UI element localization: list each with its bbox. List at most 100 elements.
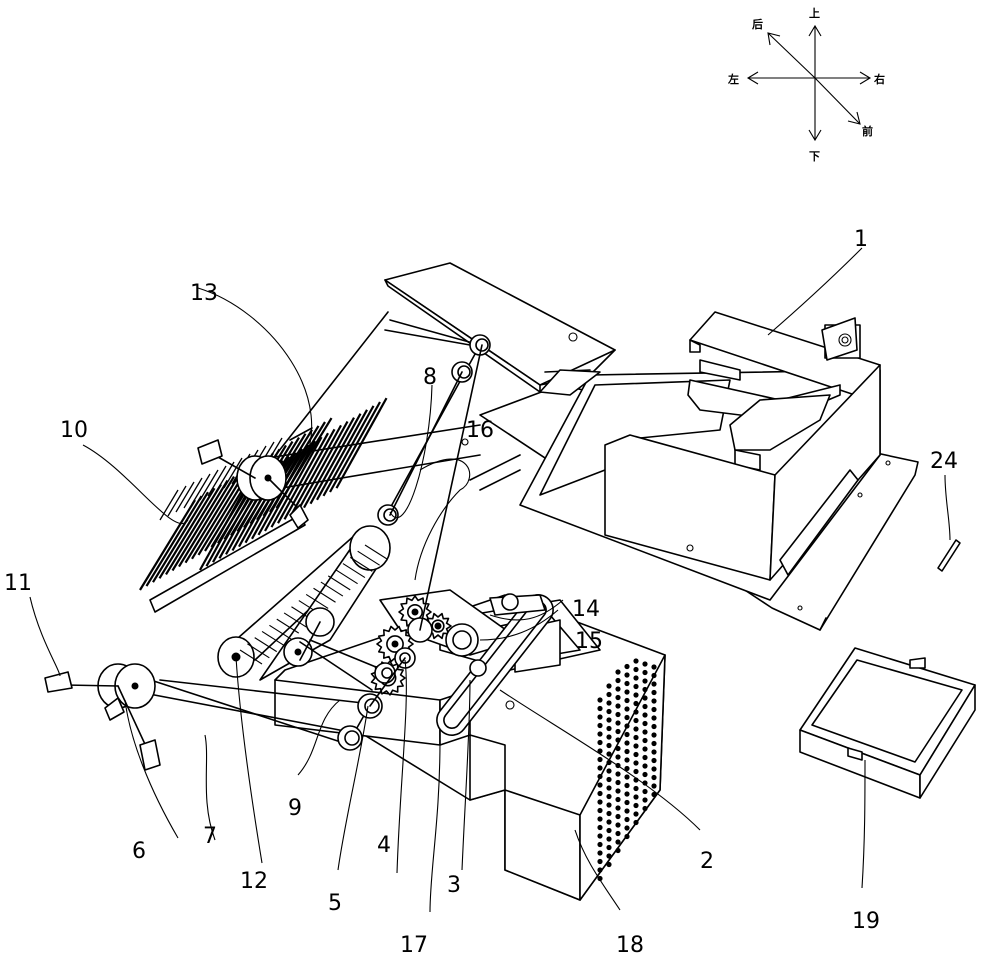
vent-hole bbox=[615, 779, 621, 786]
label-9: 9 bbox=[288, 796, 302, 821]
label-17: 17 bbox=[400, 933, 428, 958]
label-12: 12 bbox=[240, 869, 268, 894]
vent-hole bbox=[642, 737, 648, 744]
vent-hole bbox=[651, 715, 657, 721]
vent-hole bbox=[624, 672, 630, 678]
vent-hole bbox=[624, 663, 630, 670]
direction-compass: 上 下 左 右 后 前 bbox=[727, 6, 885, 163]
vent-hole bbox=[615, 771, 621, 777]
vent-hole bbox=[651, 732, 657, 738]
vent-hole bbox=[615, 720, 621, 726]
vent-hole bbox=[633, 802, 639, 809]
part-number-labels: 1 2 3 4 5 6 7 8 9 10 11 12 13 14 15 16 1… bbox=[4, 227, 958, 958]
vent-hole bbox=[606, 717, 612, 723]
label-16: 16 bbox=[466, 418, 494, 443]
vent-hole bbox=[642, 780, 648, 786]
compass-up-label: 上 bbox=[809, 6, 820, 20]
vent-hole bbox=[624, 697, 630, 704]
vent-hole bbox=[651, 672, 657, 679]
vent-hole bbox=[597, 756, 603, 763]
compass-right-label: 右 bbox=[873, 72, 885, 86]
conveyor-slat bbox=[261, 631, 285, 646]
vent-hole bbox=[597, 722, 603, 729]
vent-hole bbox=[642, 746, 648, 752]
comb-tooth bbox=[283, 428, 336, 520]
vent-hole bbox=[642, 788, 648, 795]
conveyor-slat bbox=[276, 618, 300, 634]
vent-hole bbox=[633, 768, 639, 775]
vent-hole bbox=[633, 658, 639, 664]
vent-hole bbox=[651, 749, 657, 755]
leader-lines bbox=[29, 247, 951, 913]
vent-hole bbox=[633, 819, 639, 826]
vent-hole bbox=[642, 797, 648, 803]
comb-tooth bbox=[290, 424, 342, 516]
vent-hole bbox=[651, 664, 657, 670]
comb-bar bbox=[215, 461, 235, 493]
comb-tooth bbox=[329, 401, 381, 493]
lower-cabinet bbox=[274, 594, 666, 901]
comb-tooth bbox=[165, 483, 222, 575]
vent-hole bbox=[606, 853, 612, 859]
vent-hole bbox=[615, 822, 621, 828]
vent-hole bbox=[633, 811, 639, 817]
vent-hole bbox=[606, 768, 612, 774]
vent-hole bbox=[597, 697, 603, 703]
vent-hole bbox=[642, 729, 648, 735]
vent-hole bbox=[597, 824, 603, 831]
label-14: 14 bbox=[572, 597, 600, 622]
vent-hole bbox=[651, 681, 657, 687]
comb-bar bbox=[207, 465, 227, 497]
vent-hole bbox=[615, 839, 621, 845]
vent-hole bbox=[651, 689, 657, 696]
vent-hole bbox=[651, 757, 657, 764]
conveyor-slat bbox=[320, 581, 344, 597]
comb-tooth bbox=[158, 487, 216, 579]
conveyor-slat bbox=[305, 593, 329, 609]
conveyor-slat bbox=[335, 569, 358, 585]
vent-hole bbox=[642, 661, 648, 667]
vent-hole bbox=[597, 782, 603, 788]
vent-hole bbox=[624, 774, 630, 780]
comb-tooth bbox=[296, 420, 349, 513]
vent-hole bbox=[651, 774, 657, 781]
vent-hole bbox=[615, 788, 621, 794]
label-5: 5 bbox=[328, 891, 342, 916]
comb-tooth bbox=[277, 432, 329, 524]
vent-hole bbox=[624, 833, 630, 840]
paddle-arms bbox=[44, 427, 313, 771]
vent-hole bbox=[597, 858, 603, 865]
vent-hole bbox=[642, 754, 648, 761]
label-8: 8 bbox=[423, 365, 437, 390]
vent-hole bbox=[615, 669, 621, 675]
comb-tooth bbox=[152, 491, 209, 583]
vent-hole bbox=[615, 694, 621, 701]
upper-housing-assembly bbox=[384, 262, 919, 631]
vent-hole bbox=[651, 706, 657, 713]
vent-hole bbox=[597, 790, 603, 797]
vent-hole bbox=[606, 751, 612, 757]
vent-hole bbox=[615, 796, 621, 803]
label-1: 1 bbox=[854, 227, 868, 252]
conveyor-slat bbox=[239, 649, 263, 665]
vent-hole bbox=[624, 791, 630, 797]
conveyor-slat bbox=[254, 637, 278, 653]
vent-hole bbox=[624, 740, 630, 746]
vent-hole bbox=[606, 742, 612, 749]
vent-hole bbox=[615, 830, 621, 837]
label-11: 11 bbox=[4, 571, 32, 596]
vent-hole bbox=[633, 785, 639, 792]
conveyor-slat bbox=[313, 587, 336, 603]
comb-tooth bbox=[322, 405, 375, 497]
vent-hole bbox=[597, 748, 603, 754]
comb-tooth bbox=[269, 421, 326, 513]
label-4: 4 bbox=[377, 833, 391, 858]
vent-hole bbox=[597, 731, 603, 737]
vent-hole bbox=[633, 692, 639, 698]
vent-hole bbox=[597, 705, 603, 712]
vent-hole bbox=[624, 706, 630, 712]
vent-hole bbox=[624, 731, 630, 738]
compass-left-label: 左 bbox=[727, 72, 739, 86]
vent-hole bbox=[597, 816, 603, 822]
